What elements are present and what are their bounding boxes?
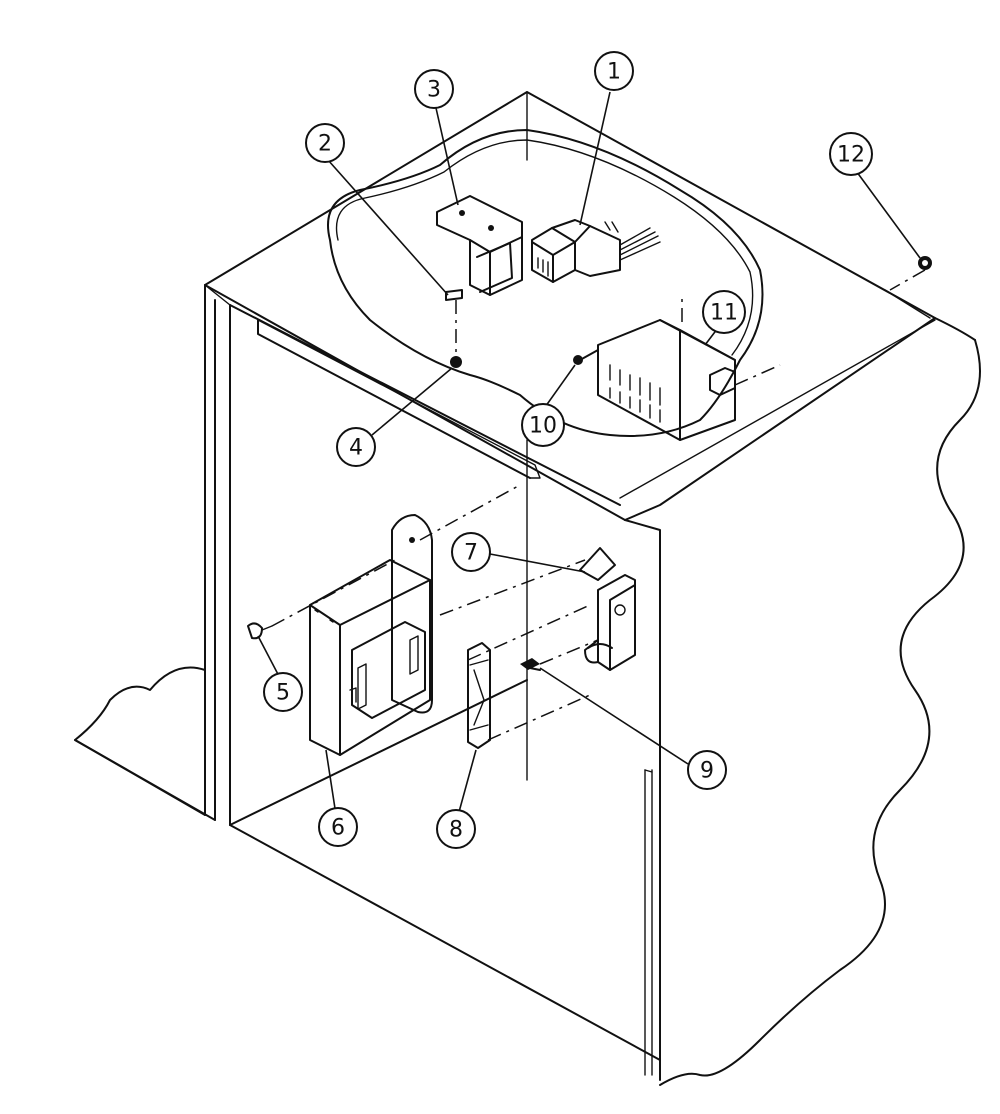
callout-11: 11 [702, 290, 746, 334]
assembly-line-12 [889, 269, 926, 291]
assembly-line-9 [539, 639, 599, 665]
callout-9: 9 [687, 750, 727, 790]
screw-part-9 [520, 658, 541, 671]
control-box-part-6 [309, 514, 433, 756]
callout-12: 12 [829, 132, 873, 176]
nut-part-4 [450, 356, 462, 368]
callout-6: 6 [318, 807, 358, 847]
callout-3: 3 [414, 69, 454, 109]
callout-4: 4 [336, 427, 376, 467]
callout-1: 1 [594, 51, 634, 91]
callout-7: 7 [451, 532, 491, 572]
vented-cover-part-11 [597, 319, 736, 441]
callout-label: 7 [464, 541, 478, 566]
fuse-part-8 [467, 642, 491, 749]
callout-8: 8 [436, 809, 476, 849]
assembly-line-5 [271, 559, 396, 627]
assembly-line-11 [681, 295, 781, 386]
cabinet-housing [74, 91, 981, 1086]
callout-10: 10 [521, 403, 565, 447]
callout-label: 12 [837, 143, 865, 168]
callout-label: 4 [349, 436, 363, 461]
screw-part-10 [573, 349, 599, 365]
callout-label: 9 [700, 759, 714, 784]
screw-part-2 [445, 289, 463, 301]
cutaway-outline [327, 129, 764, 437]
callout-label: 5 [276, 681, 290, 706]
leader-lines [257, 91, 921, 816]
callout-5: 5 [263, 672, 303, 712]
assembly-line-6 [419, 484, 521, 541]
grommet-part-12 [918, 256, 932, 270]
screw-part-5 [247, 622, 273, 640]
assembly-line-7 [439, 559, 591, 661]
callout-label: 10 [529, 414, 557, 439]
callout-label: 2 [318, 132, 332, 157]
callout-label: 11 [710, 301, 738, 326]
callout-label: 6 [331, 816, 345, 841]
fuse-holder-part-7 [579, 547, 636, 671]
callout-label: 3 [427, 78, 441, 103]
callout-label: 1 [607, 60, 621, 85]
callout-2: 2 [305, 123, 345, 163]
switch-part-1 [531, 219, 661, 283]
bracket-part-3 [436, 195, 523, 296]
callout-label: 8 [449, 818, 463, 843]
assembly-line-8 [487, 694, 591, 741]
